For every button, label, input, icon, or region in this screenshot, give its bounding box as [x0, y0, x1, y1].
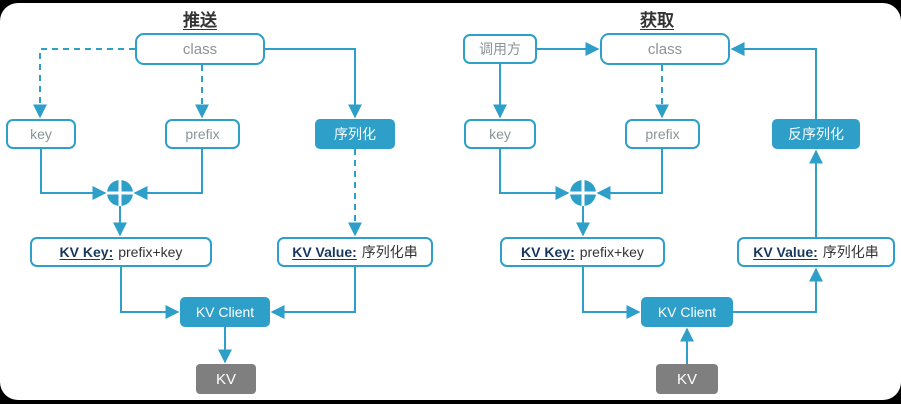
push-kvvalue-node: KV Value: 序列化串: [277, 237, 433, 267]
push-merge-plus-icon: [107, 180, 133, 206]
get-kvkey-label: KV Key:: [521, 244, 575, 260]
edge-push-key-merge: [40, 149, 107, 200]
edge-get-kvkey-kvclient: [582, 267, 641, 319]
get-deserialize-node: 反序列化: [772, 119, 860, 149]
push-kvclient-node: KV Client: [180, 297, 270, 327]
push-serialize-node: 序列化: [315, 119, 395, 149]
get-prefix-node: prefix: [625, 119, 700, 149]
push-kvvalue-value: 序列化串: [361, 244, 418, 260]
get-kvvalue-value: 序列化串: [822, 244, 879, 260]
get-class-node: class: [600, 33, 730, 65]
edge-push-class-serialize: [265, 48, 362, 119]
get-kv-node: KV: [656, 364, 718, 394]
push-title: 推送: [150, 6, 250, 31]
push-title-text: 推送: [183, 11, 217, 30]
push-kvkey-value: prefix+key: [118, 244, 183, 260]
get-title: 获取: [607, 6, 707, 31]
edge-push-class-key: [33, 48, 135, 119]
push-key-node: key: [6, 119, 76, 149]
edge-get-key-merge: [499, 149, 570, 200]
edge-push-kvvalue-kvclient: [270, 267, 356, 319]
get-key-node: key: [464, 119, 536, 149]
push-kvkey-label: KV Key:: [59, 244, 114, 260]
get-merge-plus-icon: [570, 180, 596, 206]
push-prefix-node: prefix: [165, 119, 240, 149]
edge-push-kvkey-kvclient: [120, 267, 180, 319]
push-kvvalue-label: KV Value:: [292, 244, 357, 260]
edge-get-kvclient-kvvalue: [733, 267, 823, 313]
get-kvkey-value: prefix+key: [579, 244, 644, 260]
get-caller-node: 调用方: [463, 34, 537, 64]
get-kvkey-node: KV Key: prefix+key: [500, 237, 665, 267]
get-title-text: 获取: [640, 11, 674, 30]
edge-get-deserialize-class: [730, 42, 817, 119]
push-kvkey-node: KV Key: prefix+key: [30, 237, 212, 267]
get-kvvalue-label: KV Value:: [753, 244, 818, 260]
get-kvvalue-node: KV Value: 序列化串: [737, 237, 895, 267]
get-kvclient-node: KV Client: [641, 297, 733, 327]
push-class-node: class: [135, 33, 265, 65]
push-kv-node: KV: [196, 364, 256, 394]
canvas-background: [0, 3, 901, 400]
edge-get-prefix-merge: [596, 149, 663, 200]
edge-push-prefix-merge: [133, 149, 203, 200]
